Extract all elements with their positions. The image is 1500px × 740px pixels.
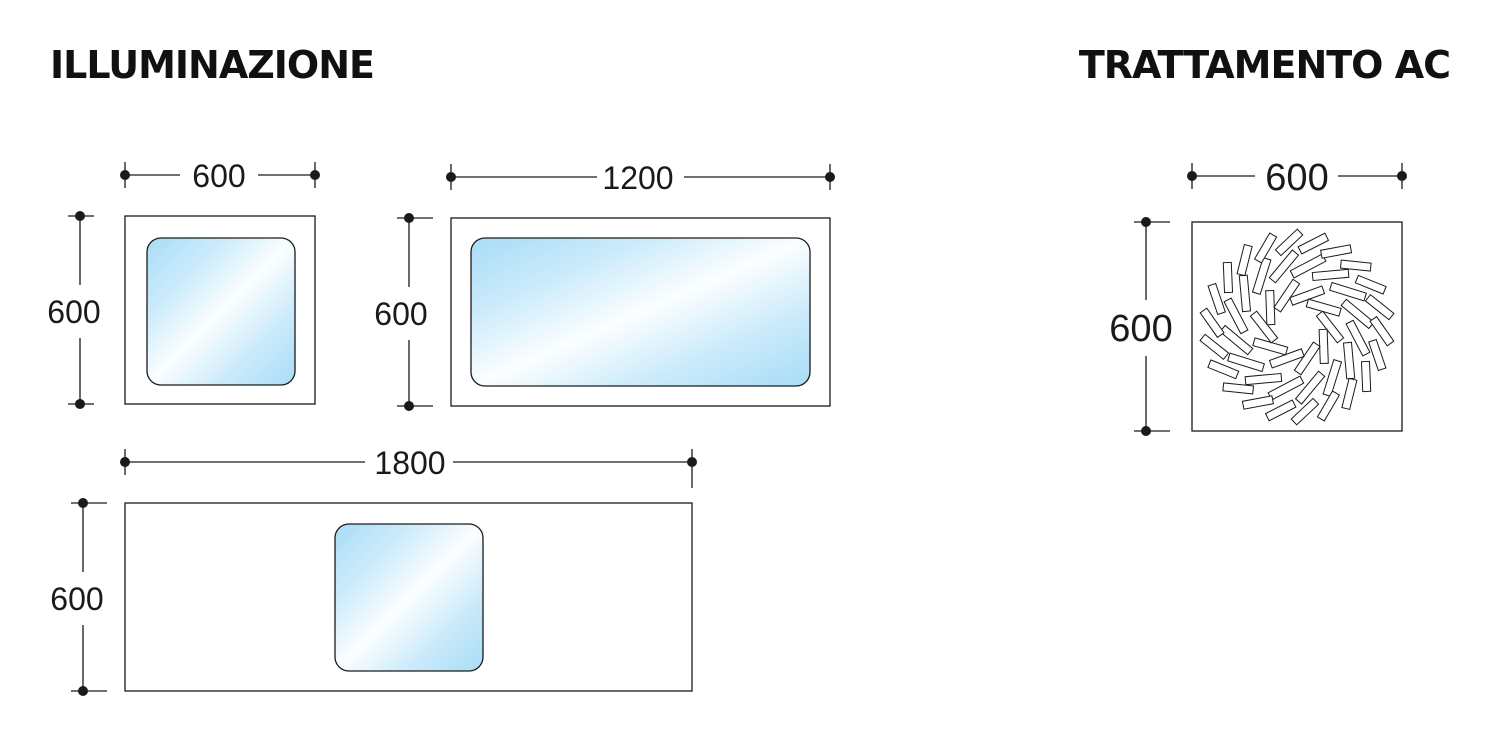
diffuser-slot	[1264, 399, 1297, 422]
panel-600	[68, 162, 320, 409]
ac-width-label: 600	[1265, 157, 1328, 199]
panel-600-width-label: 600	[192, 158, 245, 194]
diffuser-slot	[1251, 256, 1272, 296]
diffuser-slot	[1297, 232, 1330, 255]
diffuser-slot	[1226, 352, 1266, 373]
diffuser-slot	[1360, 360, 1372, 393]
panel-1800	[71, 449, 697, 696]
panel-1200-height-label: 600	[374, 296, 427, 332]
panel-1800-width-label: 1800	[374, 445, 445, 481]
swirl-diffuser-icon	[1199, 228, 1395, 426]
diffuser-slot	[1369, 315, 1395, 347]
diffuser-slot	[1311, 268, 1350, 282]
diffuser-slot	[1253, 232, 1278, 264]
diffuser-slot	[1345, 319, 1371, 357]
diffuser-slot	[1207, 282, 1226, 316]
panel-1200-width-label: 1200	[602, 160, 673, 196]
diffuser-slot	[1339, 259, 1372, 272]
diffuser-slot	[1199, 307, 1225, 339]
diffuser-slot	[1364, 294, 1395, 321]
diffuser-slot	[1320, 244, 1353, 259]
light-glass	[470, 237, 811, 387]
lighting-heading: ILLUMINAZIONE	[50, 43, 375, 87]
diffuser-frame	[1191, 221, 1403, 432]
diffuser-slot	[1223, 297, 1249, 335]
diffuser-slot	[1368, 338, 1387, 372]
diffuser-slot	[1207, 359, 1240, 380]
ac-height-label: 600	[1109, 308, 1172, 350]
panel-1200	[397, 164, 835, 411]
diffuser-slot	[1305, 298, 1342, 317]
diffuser-slot	[1328, 281, 1368, 302]
diffuser-slot	[1274, 228, 1304, 257]
diffuser-slot	[1354, 274, 1387, 295]
diffuser-slot	[1294, 370, 1326, 405]
panel-frame	[450, 217, 831, 407]
diffuser-slot	[1241, 395, 1274, 410]
diffuser-slot	[1199, 333, 1230, 360]
diffuser-slot	[1322, 358, 1343, 398]
panel-1800-height-label: 600	[50, 581, 103, 617]
diffuser-slot	[1222, 261, 1234, 294]
diffuser-slot	[1238, 274, 1252, 313]
light-glass	[146, 237, 296, 386]
diffuser-slot	[1340, 298, 1375, 330]
diffuser-slot	[1236, 243, 1253, 277]
diffuser-slot	[1219, 324, 1254, 356]
diffuser-slot	[1341, 377, 1358, 411]
diffuser-slot	[1290, 397, 1320, 426]
ac-treatment-heading: TRATTAMENTO AC	[1078, 43, 1451, 87]
diffuser-slot	[1342, 341, 1356, 380]
diffuser-slot	[1268, 249, 1300, 284]
panel-frame	[124, 502, 693, 692]
panel-600-height-label: 600	[47, 294, 100, 330]
ac-diffuser	[1134, 163, 1407, 436]
light-glass	[334, 523, 484, 672]
diffuser-slot	[1222, 382, 1255, 395]
diffuser-slot	[1244, 372, 1283, 386]
diffuser-slot	[1316, 390, 1341, 422]
panel-frame	[124, 215, 316, 405]
